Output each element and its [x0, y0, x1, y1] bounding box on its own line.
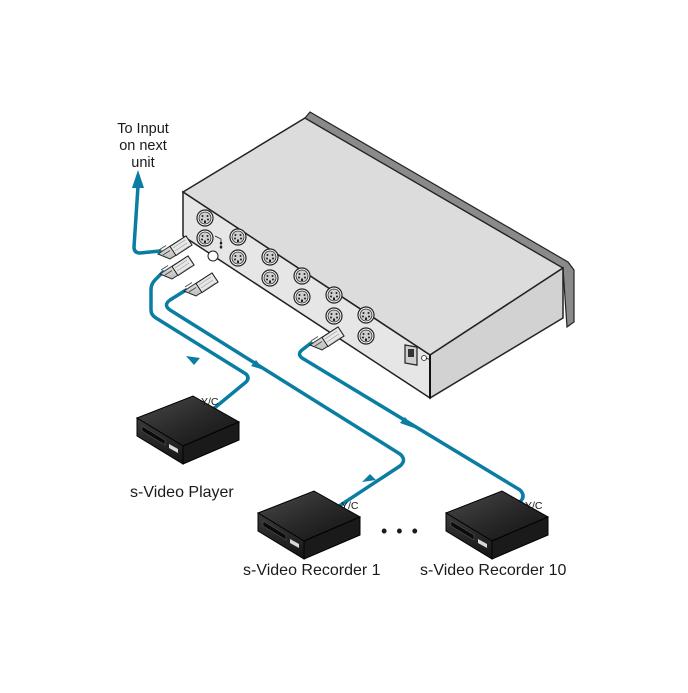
s-video-connector: [183, 272, 219, 297]
arrow-icon: [400, 417, 414, 428]
vcr-recorder-1: [256, 490, 362, 560]
recorder-10-label: s-Video Recorder 10: [420, 562, 567, 579]
yc-label-player: Y/C: [201, 396, 219, 408]
s-video-connector: [157, 235, 193, 260]
s-video-connector: [159, 255, 195, 280]
recorder-1-label: s-Video Recorder 1: [243, 562, 381, 579]
next-unit-line-3: unit: [131, 155, 155, 171]
port-out-7: [325, 286, 343, 304]
cable-recorder-1: [164, 288, 406, 514]
termination-switch: [207, 235, 223, 262]
flow-arrows: [132, 170, 414, 482]
yc-label-recorder-1: Y/C: [341, 500, 359, 512]
port-out-6: [293, 288, 311, 306]
dc-power-socket-icon: [404, 344, 432, 366]
port-out-8: [325, 307, 343, 325]
port-out-3: [261, 248, 279, 266]
cable-player: [149, 270, 250, 412]
next-unit-label: To Input on next unit: [106, 121, 180, 172]
port-out-5: [293, 267, 311, 285]
port-out-10: [357, 327, 375, 345]
vcr-recorder-10: [444, 490, 550, 560]
arrow-icon: [251, 360, 264, 370]
arrow-icon: [132, 170, 144, 188]
port-out-4: [261, 269, 279, 287]
yc-label-recorder-10: Y/C: [525, 500, 543, 512]
ellipsis-dots: • • •: [381, 521, 420, 541]
port-out-2: [229, 249, 247, 267]
port-out-1: [229, 228, 247, 246]
vcr-player: [135, 395, 241, 465]
next-unit-line-2: on next: [119, 138, 167, 154]
port-out-9: [357, 306, 375, 324]
player-label: s-Video Player: [130, 484, 234, 501]
port-loop: [196, 229, 214, 247]
cable-to-next-unit: [132, 184, 162, 255]
arrow-icon: [186, 356, 200, 365]
cable-recorder-10: [297, 341, 525, 514]
port-input: [196, 209, 214, 227]
arrow-icon: [362, 474, 376, 482]
next-unit-line-1: To Input: [117, 121, 169, 137]
cables: [132, 184, 525, 514]
distribution-amplifier: [181, 111, 575, 400]
